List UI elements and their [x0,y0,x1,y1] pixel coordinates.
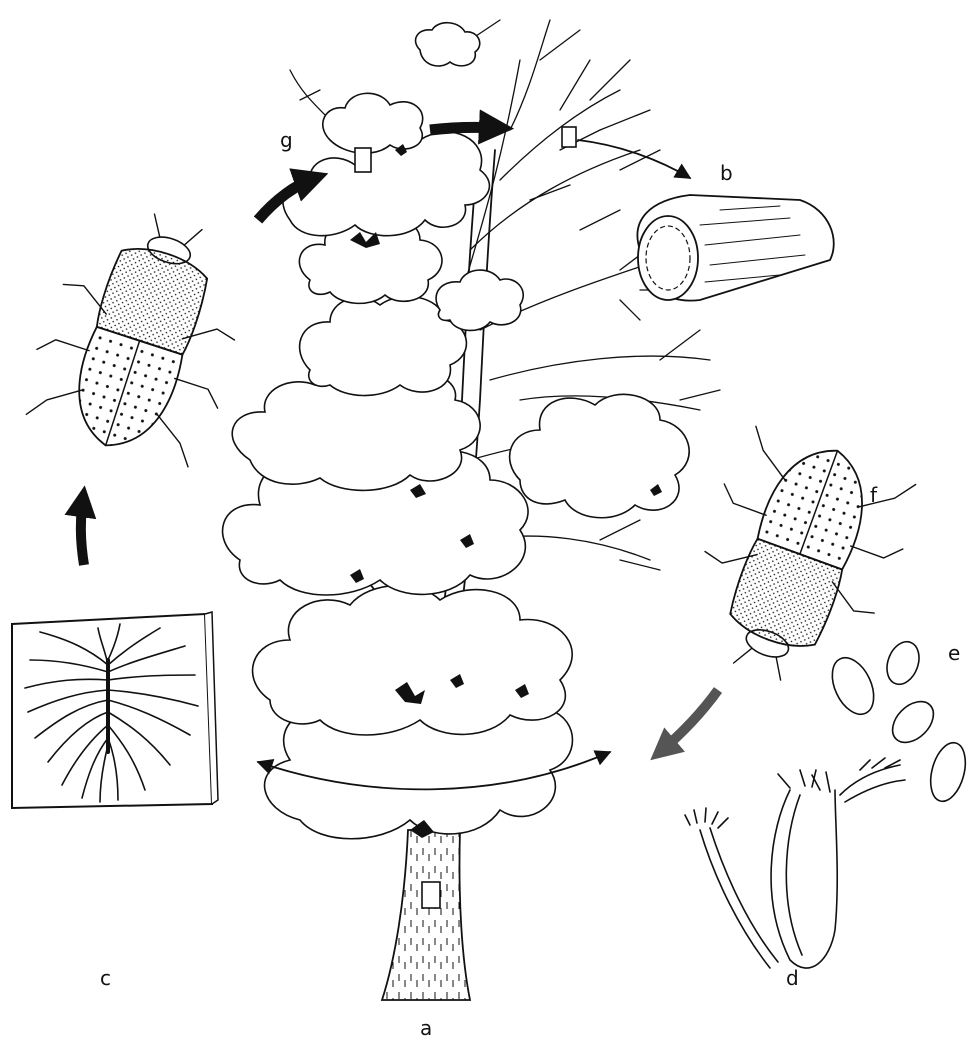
larvae-d [685,758,905,968]
egg [881,637,924,689]
label-d: d [786,966,799,990]
elm-tree [223,20,720,1000]
label-c: c [100,966,111,990]
eggs-e [824,637,967,805]
gallery-pattern-c [12,612,218,808]
label-e: e [948,641,960,665]
tree-trunk [382,830,470,1000]
egg [824,651,882,721]
label-f: f [870,483,878,507]
twig-section-b [637,195,833,301]
arrow-twig-to-b [578,140,690,178]
label-g: g [280,128,293,152]
adult-beetle-g [15,192,268,474]
egg [885,694,942,751]
label-a: a [420,1016,432,1040]
twig-sample-box [562,127,576,147]
trunk-sample-box [422,882,440,908]
arrow-gallery-to-adult [81,498,84,565]
egg [925,739,967,805]
arrow-adult-to-eggs [660,690,718,752]
arrow-crown-to-twig [430,127,500,130]
label-b: b [720,161,733,185]
crown-sample-box [355,148,371,172]
